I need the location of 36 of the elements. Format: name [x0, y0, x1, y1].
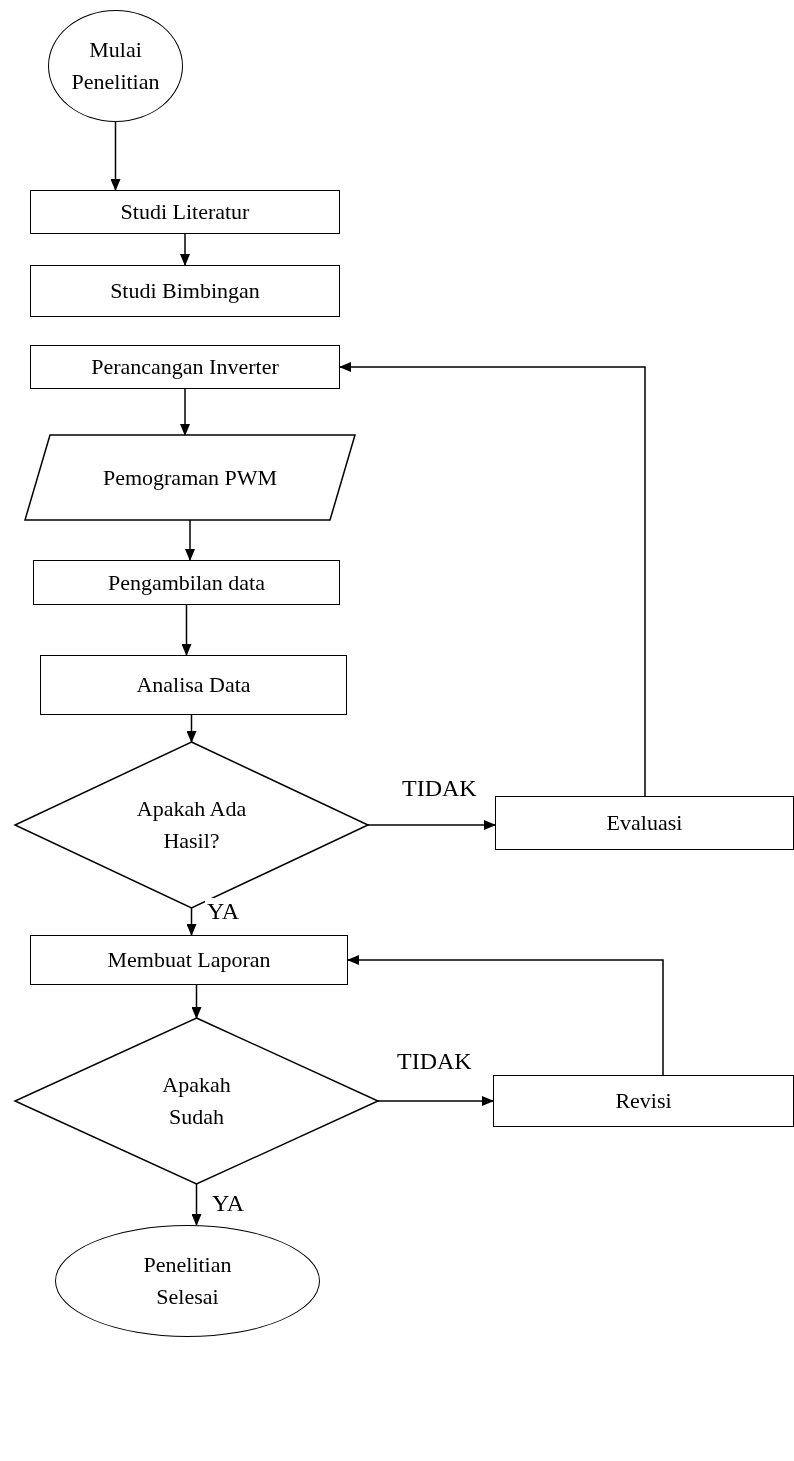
- arrow: [185, 519, 195, 561]
- process-box: [33, 560, 340, 605]
- process-box: [495, 796, 794, 850]
- process-box: [493, 1075, 794, 1127]
- arrow: [186, 714, 197, 743]
- node-text: Revisi: [615, 1087, 672, 1116]
- arrow: [367, 820, 496, 830]
- arrow: [180, 233, 190, 266]
- node-text: Studi Literatur: [120, 198, 250, 227]
- node-text: Analisa Data: [136, 671, 251, 700]
- input-output-parallelogram: [25, 435, 355, 520]
- process-box: [30, 345, 340, 389]
- node-text: Perancangan Inverter: [91, 353, 279, 382]
- arrow: [339, 362, 646, 797]
- node-text: Membuat Laporan: [107, 946, 271, 975]
- node-text: Apakah Sudah: [161, 1071, 232, 1131]
- node-text: Penelitian Selesai: [142, 1251, 233, 1311]
- arrow: [191, 1183, 202, 1226]
- arrow: [191, 984, 202, 1019]
- arrow: [347, 955, 664, 1076]
- node-text: Pengambilan data: [108, 568, 265, 597]
- arrow: [377, 1096, 494, 1106]
- arrow: [186, 907, 197, 936]
- process-box: [30, 265, 340, 317]
- node-text: Studi Bimbingan: [110, 277, 260, 306]
- node-text: Pemograman PWM: [102, 463, 278, 492]
- process-box: [30, 190, 340, 234]
- node-text: Apakah Ada Hasil?: [135, 795, 248, 855]
- arrow: [181, 604, 192, 656]
- arrow: [110, 121, 121, 191]
- process-box: [30, 935, 348, 985]
- node-text: Mulai Penelitian: [70, 36, 161, 96]
- arrow: [180, 388, 190, 436]
- process-box: [40, 655, 347, 715]
- decision-diamond: [15, 1018, 378, 1184]
- node-text: Evaluasi: [606, 809, 683, 838]
